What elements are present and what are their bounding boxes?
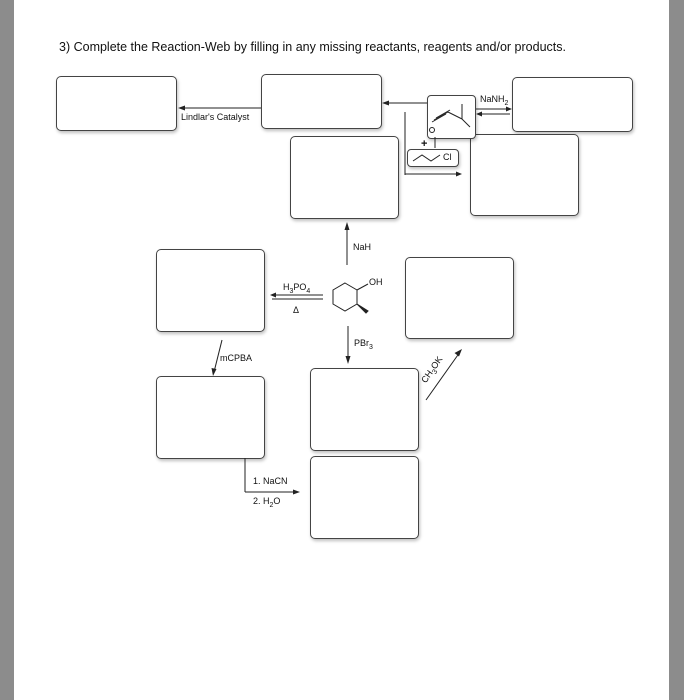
answer-box-middle-right[interactable] — [405, 257, 514, 339]
h2o-step-label: 2. H2O — [253, 496, 280, 509]
answer-box-lower-left[interactable] — [156, 376, 265, 459]
nanh2-label: NaNH2 — [480, 94, 508, 107]
pbr3-text: PBr — [354, 338, 370, 348]
lindlar-catalyst-label: Lindlar's Catalyst — [181, 112, 250, 122]
answer-box-upper-center[interactable] — [290, 136, 399, 219]
h3po4-po: PO — [293, 282, 307, 292]
mcpba-label: mCPBA — [220, 353, 253, 363]
pbr3-subscript: 3 — [369, 343, 373, 351]
alkyne-structure-panel — [427, 95, 476, 139]
question-title: 3) Complete the Reaction-Web by filling … — [59, 40, 566, 54]
answer-box-top-left[interactable] — [56, 76, 177, 131]
oh-label: OH — [369, 277, 383, 287]
nanh2-subscript: 2 — [504, 99, 509, 107]
chloride-structure-panel — [407, 149, 459, 167]
pbr3-label: PBr3 — [354, 338, 373, 351]
nacn-step-label: 1. NaCN — [253, 476, 288, 486]
answer-box-bottom-center[interactable] — [310, 456, 419, 539]
answer-box-upper-right[interactable] — [470, 134, 579, 216]
answer-box-top-right[interactable] — [512, 77, 633, 132]
answer-box-middle-left[interactable] — [156, 249, 265, 332]
chloride-label: Cl — [443, 152, 452, 162]
h3po4-label: H3PO4 — [283, 282, 310, 295]
h3po4-sub-3: 3 — [289, 287, 294, 295]
h2o-prefix: 2. H — [253, 496, 270, 506]
answer-box-lower-center[interactable] — [310, 368, 419, 451]
h3po4-h: H — [283, 282, 290, 292]
h3po4-sub-4: 4 — [306, 287, 311, 295]
heat-delta-label: Δ — [293, 305, 300, 315]
answer-box-top-middle[interactable] — [261, 74, 382, 129]
plus-sign: + — [421, 138, 428, 150]
h2o-o: O — [273, 496, 281, 506]
h2o-subscript: 2 — [269, 501, 274, 509]
nanh2-text: NaNH — [480, 94, 505, 104]
nah-label: NaH — [353, 242, 372, 252]
